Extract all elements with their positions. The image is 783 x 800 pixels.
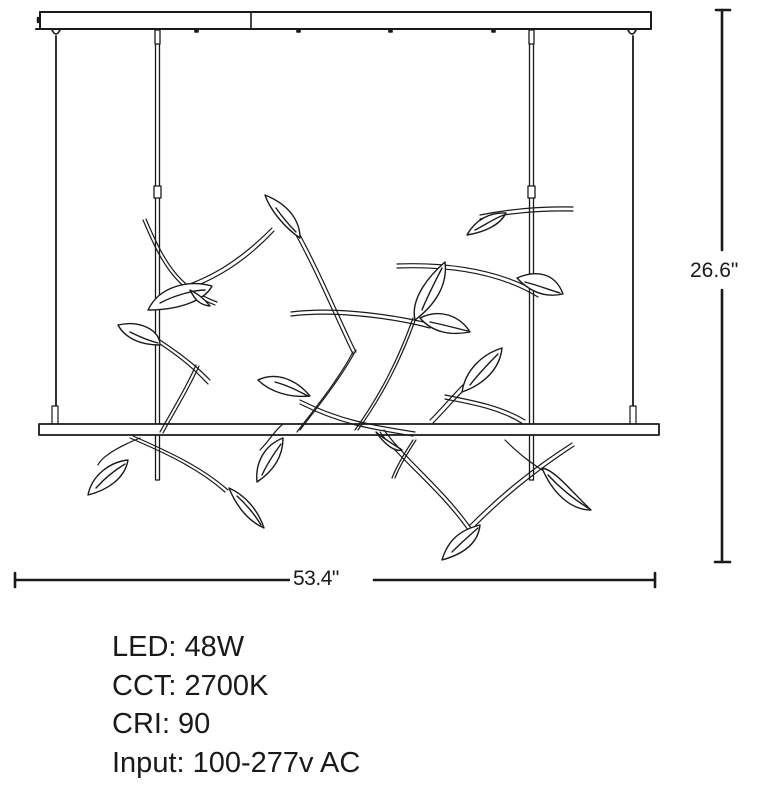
- led-bar: [38, 423, 660, 436]
- spec-led-wattage: LED: 48W: [112, 631, 245, 663]
- spec-cct: CCT: 2700K: [112, 669, 269, 702]
- width-dimension-label: 53.4": [290, 568, 342, 589]
- leaves: [87, 194, 592, 561]
- chandelier-line-drawing: [13, 8, 732, 589]
- suspension-cables: [51, 35, 637, 425]
- spec-list: LED: 48W CCT: 2700K CRI: 90 Input: 100-2…: [112, 628, 360, 782]
- branches: [97, 206, 575, 531]
- ceiling-canopy: [35, 11, 652, 35]
- height-dimension-label: 26.6": [690, 258, 739, 283]
- spec-cri: CRI: 90: [112, 708, 211, 740]
- width-dimension-line: [13, 571, 657, 589]
- support-rods: [153, 29, 536, 481]
- spec-input-voltage: Input: 100-277v AC: [112, 746, 361, 779]
- height-dimension-line: [713, 8, 732, 564]
